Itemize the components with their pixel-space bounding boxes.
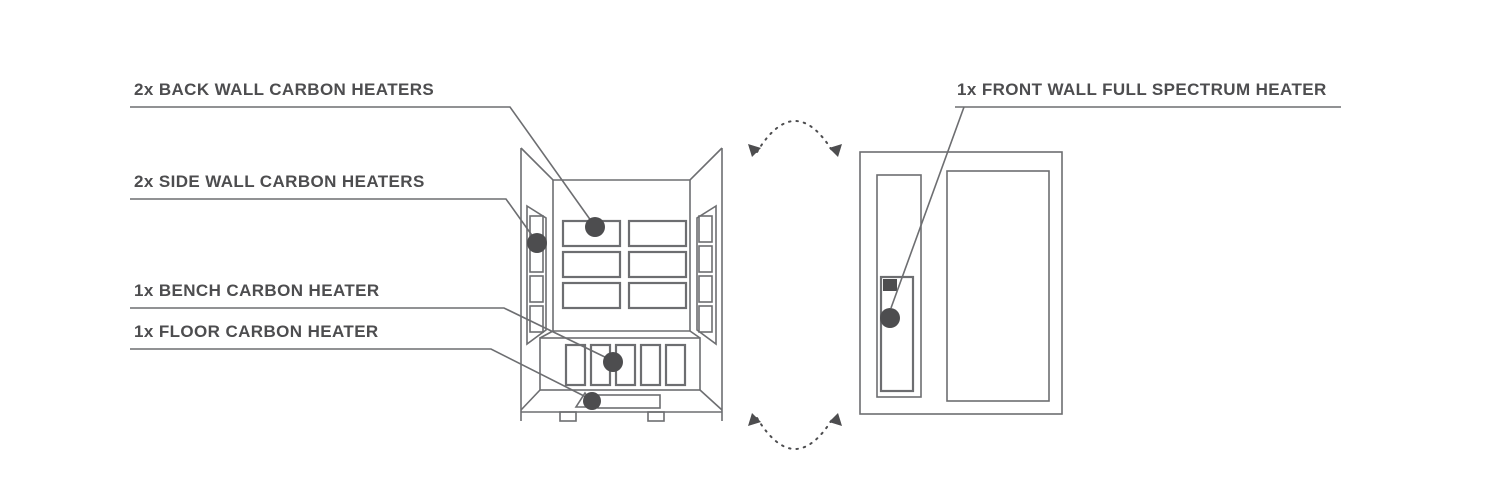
leader-bench <box>130 307 612 361</box>
front-view-drawing <box>859 151 1063 415</box>
label-back-wall-heaters: 2x BACK WALL CARBON HEATERS <box>134 80 435 99</box>
full-spectrum-heater <box>879 275 915 393</box>
heater-dots <box>527 217 900 410</box>
dot-floor-heater <box>583 392 601 410</box>
leader-back-wall <box>130 106 595 226</box>
cabin-outline <box>520 147 723 422</box>
leader-lines <box>130 106 1341 400</box>
dot-side-wall-heater <box>527 233 547 253</box>
dot-back-wall-heater <box>585 217 605 237</box>
arrowhead-bottom-left <box>748 413 761 426</box>
rotation-arrow-bottom <box>748 413 842 450</box>
back-view-drawing <box>520 147 723 422</box>
side-wall-heater-right <box>696 204 717 346</box>
label-side-wall-heaters: 2x SIDE WALL CARBON HEATERS <box>134 172 425 191</box>
bench-heater-slats <box>564 343 687 387</box>
dot-front-wall-heater <box>880 308 900 328</box>
front-heater-column <box>876 174 922 398</box>
arrowhead-bottom-right <box>829 413 842 426</box>
label-bench-heater: 1x BENCH CARBON HEATER <box>134 281 380 300</box>
back-wall-heater-panels <box>561 219 688 310</box>
arrowhead-top-right <box>829 144 842 157</box>
door-panel <box>946 170 1050 402</box>
leader-floor <box>130 348 591 400</box>
arrowhead-top-left <box>748 144 761 157</box>
leader-front-pointer <box>890 106 965 309</box>
rotation-arrow-top <box>748 120 842 157</box>
front-wall-outline <box>859 151 1063 415</box>
dot-bench-heater <box>603 352 623 372</box>
bench <box>539 337 701 391</box>
label-floor-heater: 1x FLOOR CARBON HEATER <box>134 322 379 341</box>
heater-control-block <box>883 279 897 291</box>
label-front-wall-heater: 1x FRONT WALL FULL SPECTRUM HEATER <box>957 80 1327 99</box>
leader-side-wall <box>130 198 537 242</box>
